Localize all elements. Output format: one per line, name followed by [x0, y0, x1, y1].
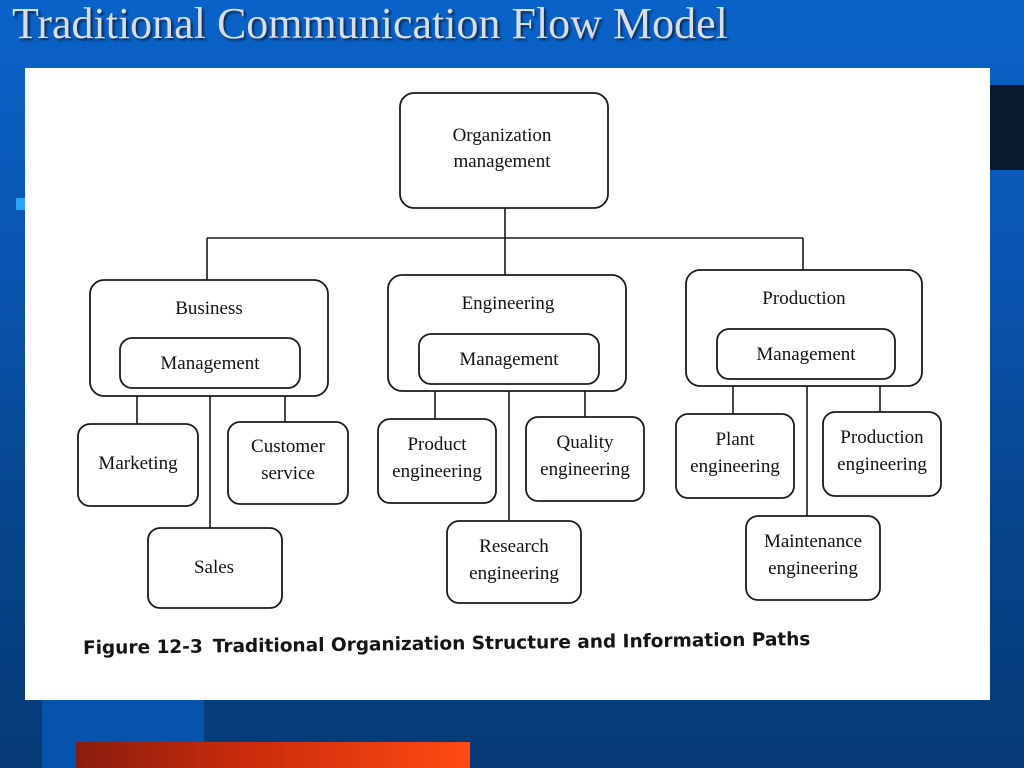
division-business-label: Business	[175, 298, 243, 319]
unit-research-engineering: Research engineering	[446, 520, 582, 604]
unit-marketing: Marketing	[77, 423, 199, 507]
unit-product-engineering: Product engineering	[377, 418, 497, 504]
unit-customer-service-label-1: Customer	[251, 436, 326, 457]
org-chart-figure: Organization management Business Managem…	[25, 68, 990, 700]
unit-customer-service: Customer service	[227, 421, 349, 505]
business-management-label: Management	[160, 353, 260, 374]
unit-sales-label: Sales	[194, 557, 234, 578]
division-production-label: Production	[762, 288, 846, 309]
unit-sales: Sales	[147, 527, 283, 609]
unit-quality-engineering: Quality engineering	[525, 416, 645, 502]
connector-lines	[136, 208, 881, 528]
unit-plant-engineering: Plant engineering	[675, 413, 795, 499]
org-management-label-2: management	[453, 151, 551, 172]
engineering-management-label: Management	[459, 349, 559, 370]
division-engineering-label: Engineering	[462, 293, 555, 314]
unit-research-engineering-label-1: Research	[479, 536, 549, 557]
unit-maintenance-engineering-label-1: Maintenance	[764, 531, 862, 552]
unit-customer-service-label-2: service	[261, 463, 315, 484]
unit-marketing-label: Marketing	[98, 453, 178, 474]
red-accent-bar	[76, 742, 470, 768]
org-management-box: Organization management	[399, 92, 609, 209]
unit-production-engineering-label-1: Production	[840, 427, 924, 448]
unit-production-engineering: Production engineering	[822, 411, 942, 497]
bullet-marker	[16, 198, 25, 210]
unit-research-engineering-label-2: engineering	[469, 563, 559, 584]
unit-plant-engineering-label-2: engineering	[690, 456, 780, 477]
unit-maintenance-engineering-label-2: engineering	[768, 558, 858, 579]
unit-product-engineering-label-2: engineering	[392, 461, 482, 482]
division-engineering: Engineering Management	[387, 274, 627, 392]
unit-quality-engineering-label-1: Quality	[557, 432, 614, 453]
figure-number: Figure 12-3	[82, 636, 203, 659]
unit-plant-engineering-label-1: Plant	[715, 429, 755, 450]
org-chart-diagram: Organization management Business Managem…	[77, 92, 942, 609]
unit-maintenance-engineering: Maintenance engineering	[745, 515, 881, 601]
division-business: Business Management	[89, 279, 329, 397]
org-management-label-1: Organization	[453, 125, 552, 146]
production-management-label: Management	[756, 344, 856, 365]
slide-title: Traditional Communication Flow Model	[12, 0, 728, 48]
unit-production-engineering-label-2: engineering	[837, 454, 927, 475]
division-production: Production Management	[685, 269, 923, 387]
unit-quality-engineering-label-2: engineering	[540, 459, 630, 480]
unit-product-engineering-label-1: Product	[407, 434, 467, 455]
dark-accent-block	[990, 85, 1024, 170]
